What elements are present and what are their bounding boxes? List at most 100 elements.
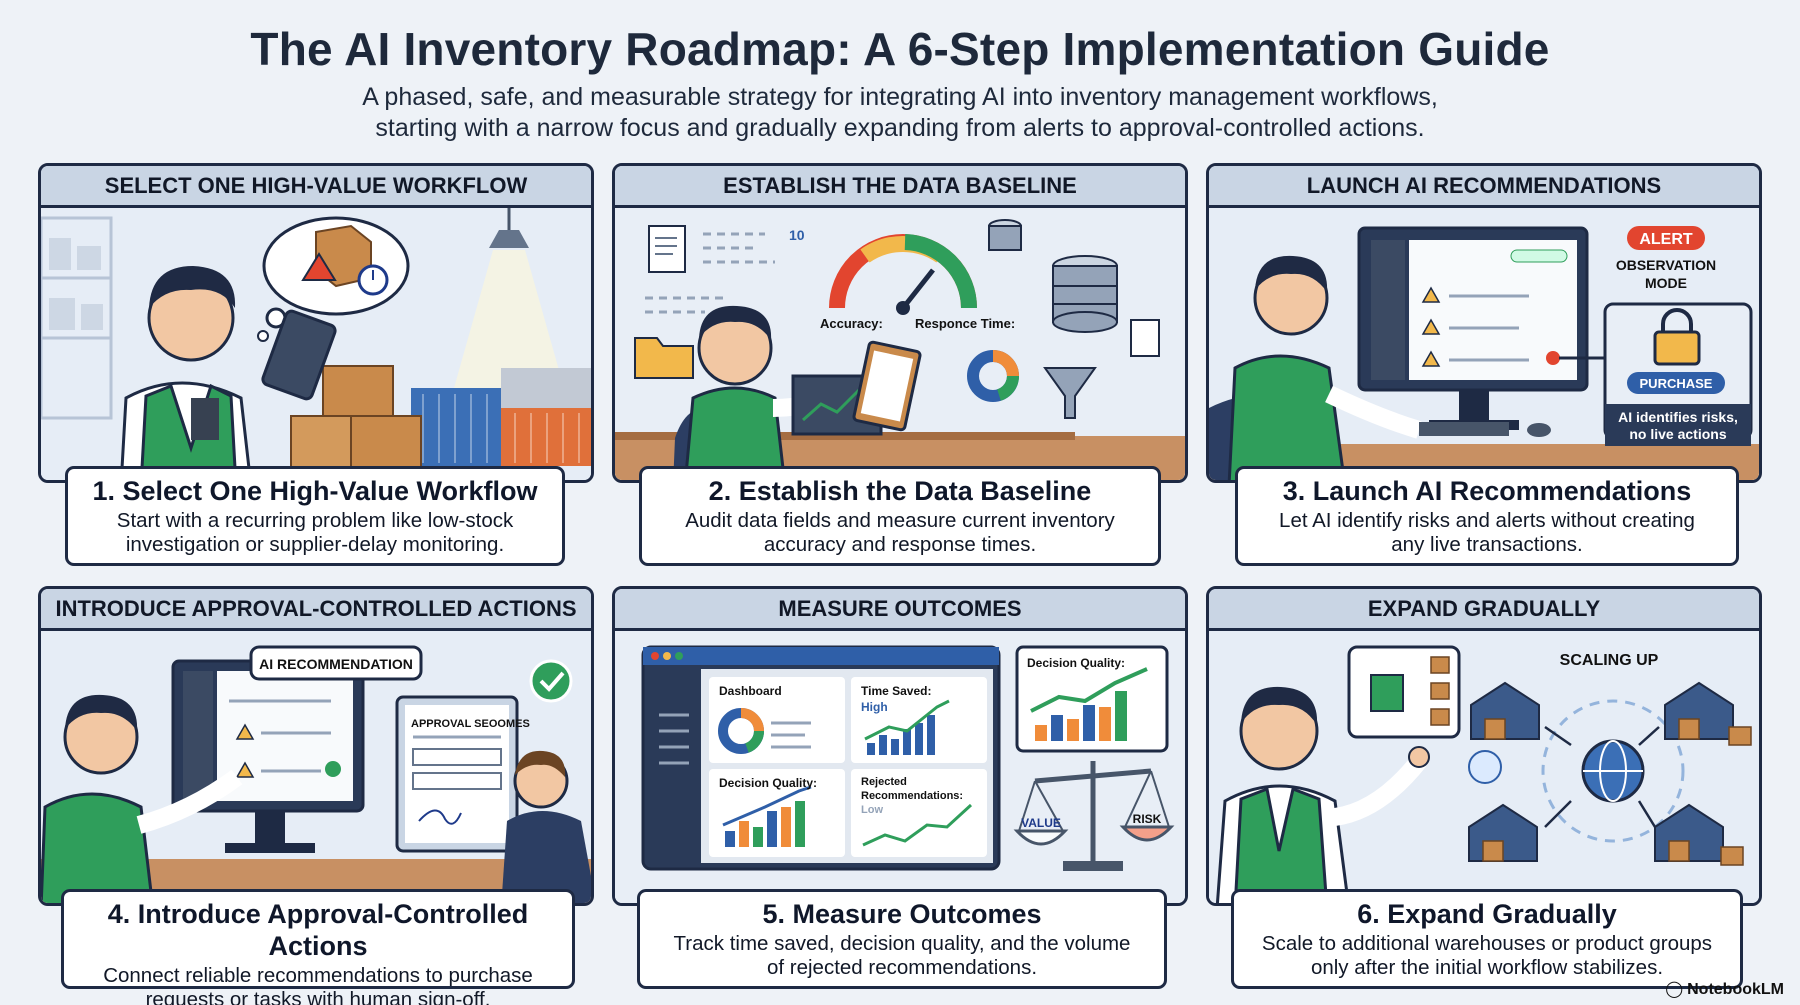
step-3-desc-line-2: any live transactions.: [1391, 533, 1583, 556]
dashboard-label: Dashboard: [719, 684, 782, 698]
observation-mode-line-2: MODE: [1645, 275, 1687, 291]
approval-actions-scene: AI RECOMMENDATION APPROVAL SEOOMES: [41, 631, 591, 903]
ai-recommendations-scene: ALERT OBSERVATION MODE PURCHASE AI ident…: [1209, 208, 1759, 480]
step-1-caption: 1. Select One High-Value Workflow Start …: [65, 466, 565, 566]
decision-quality-card-label: Decision Quality:: [1027, 656, 1125, 670]
step-panel-1: SELECT ONE HIGH-VALUE WORKFLOW: [38, 163, 594, 566]
step-5-illustration: Dashboard Time Saved: High Decision Qual…: [615, 631, 1185, 903]
monitor-icon: [1357, 226, 1589, 430]
step-2-caption: 2. Establish the Data Baseline Audit dat…: [639, 466, 1161, 566]
file-icon: [1130, 319, 1160, 357]
step-6-desc-line-1: Scale to additional warehouses or produc…: [1261, 932, 1713, 955]
ai-bot-icon: [1468, 750, 1502, 784]
mouse-icon: [1527, 423, 1551, 437]
watermark-label: NotebookLM: [1687, 981, 1784, 998]
measure-outcomes-scene: Dashboard Time Saved: High Decision Qual…: [615, 631, 1185, 903]
step-5-title: 5. Measure Outcomes: [762, 899, 1042, 929]
notebooklm-watermark: ◯NotebookLM: [1665, 979, 1784, 999]
warehouse-worker-scene: [41, 208, 591, 480]
dashboard-window: [641, 645, 1001, 871]
step-1-title: 1. Select One High-Value Workflow: [92, 476, 538, 506]
keyboard-icon: [1419, 422, 1509, 436]
thought-bubble: [257, 216, 410, 342]
worker-figure: [119, 266, 337, 480]
worker-figure: [1209, 255, 1422, 480]
step-4-illustration: AI RECOMMENDATION APPROVAL SEOOMES: [41, 631, 591, 903]
time-saved-label: Time Saved:: [861, 684, 931, 698]
step-4-title: 4. Introduce Approval-Controlled Actions: [107, 899, 529, 961]
page-title: The AI Inventory Roadmap: A 6-Step Imple…: [250, 23, 1550, 75]
globe-icon: [1541, 699, 1685, 843]
step-panel-4: INTRODUCE APPROVAL-CONTROLLED ACTIONS AI…: [38, 586, 594, 1005]
step-6-illustration: SCALING UP: [1209, 631, 1759, 903]
funnel-icon: [1043, 367, 1097, 419]
step-5-desc-line-2: of rejected recommendations.: [766, 956, 1038, 979]
rejected-value: Low: [861, 804, 883, 816]
step-2-desc-line-2: accuracy and response times.: [763, 533, 1037, 556]
scaling-scene: SCALING UP: [1209, 631, 1759, 903]
step-2-desc-line-1: Audit data fields and measure current in…: [685, 509, 1115, 532]
approval-doc-title: APPROVAL SEOOMES: [411, 718, 530, 730]
value-label: VALUE: [1021, 816, 1061, 830]
subtitle-line-1: A phased, safe, and measurable strategy …: [362, 83, 1438, 111]
donut-chart-icon: [967, 350, 1019, 402]
observation-mode-line-1: OBSERVATION: [1616, 257, 1716, 273]
warning-icon: [301, 252, 337, 281]
barcode-scanner-icon: [191, 398, 219, 440]
page-subtitle: A phased, safe, and measurable strategy …: [200, 82, 1600, 144]
scaling-up-label: SCALING UP: [1560, 652, 1659, 669]
step-5-header: MEASURE OUTCOMES: [615, 589, 1185, 631]
step-5-desc-line-1: Track time saved, decision quality, and …: [673, 932, 1131, 955]
time-saved-value: High: [861, 700, 888, 714]
approval-document: [395, 695, 519, 853]
warehouse-icons: [1468, 681, 1734, 862]
step-1-header: SELECT ONE HIGH-VALUE WORKFLOW: [41, 166, 591, 208]
step-2-title: 2. Establish the Data Baseline: [708, 476, 1092, 506]
ai-recommendation-label: AI RECOMMENDATION: [259, 656, 413, 672]
document-icon: [648, 225, 686, 273]
step-4-desc-line-1: Connect reliable recommendations to purc…: [103, 964, 533, 987]
step-4-desc-line-2: requests or tasks with human sign-off.: [145, 988, 491, 1005]
rejected-label-line-2: Recommendations:: [861, 790, 963, 802]
step-6-header: EXPAND GRADUALLY: [1209, 589, 1759, 631]
step-2-header: ESTABLISH THE DATA BASELINE: [615, 166, 1185, 208]
decision-quality-label: Decision Quality:: [719, 776, 817, 790]
subtitle-line-2: starting with a narrow focus and gradual…: [375, 114, 1425, 142]
response-time-label: Responce Time:: [915, 316, 1015, 331]
step-4-header: INTRODUCE APPROVAL-CONTROLLED ACTIONS: [41, 589, 591, 631]
step-2-illustration: 10 Accuracy: Responce Time:: [615, 208, 1185, 480]
worker-figure: [673, 305, 852, 480]
notebooklm-logo-icon: ◯: [1665, 981, 1684, 998]
step-6-title: 6. Expand Gradually: [1357, 899, 1617, 929]
worker-figure: [41, 694, 243, 903]
step-panel-3: LAUNCH AI RECOMMENDATIONS: [1206, 163, 1762, 566]
step-3-illustration: ALERT OBSERVATION MODE PURCHASE AI ident…: [1209, 208, 1759, 480]
observation-note-line-1: AI identifies risks,: [1618, 409, 1738, 425]
approved-check-icon: [529, 659, 573, 703]
step-panel-5: MEASURE OUTCOMES: [612, 586, 1188, 989]
rejected-label-line-1: Rejected: [861, 776, 907, 788]
balance-scale-icon: [1013, 761, 1175, 871]
step-6-caption: 6. Expand Gradually Scale to additional …: [1231, 889, 1743, 989]
gauge-icon: [829, 234, 977, 315]
ai-recommendation-bubble: [249, 645, 423, 681]
manager-figure: [501, 750, 591, 903]
step-1-desc-line-2: investigation or supplier-delay monitori…: [125, 533, 505, 556]
database-icon: [988, 219, 1118, 333]
tablet-icon: [261, 309, 337, 401]
lock-icon: [1653, 308, 1701, 366]
data-number: 10: [789, 227, 805, 243]
shipping-containers: [411, 368, 591, 466]
check-icon: [325, 761, 341, 777]
risk-label: RISK: [1133, 812, 1162, 826]
step-6-desc-line-2: only after the initial workflow stabiliz…: [1310, 956, 1664, 979]
step-panel-2: ESTABLISH THE DATA BASELINE 10: [612, 163, 1188, 566]
step-panel-6: EXPAND GRADUALLY SCALING UP: [1206, 586, 1762, 989]
step-1-illustration: [41, 208, 591, 480]
folder-icon: [634, 337, 694, 379]
worker-figure: [1215, 686, 1430, 903]
step-3-desc-line-1: Let AI identify risks and alerts without…: [1279, 509, 1695, 532]
clipboard-icon: [852, 340, 922, 432]
purchase-button-disabled: PURCHASE: [1640, 376, 1713, 391]
cardboard-boxes: [290, 365, 422, 469]
